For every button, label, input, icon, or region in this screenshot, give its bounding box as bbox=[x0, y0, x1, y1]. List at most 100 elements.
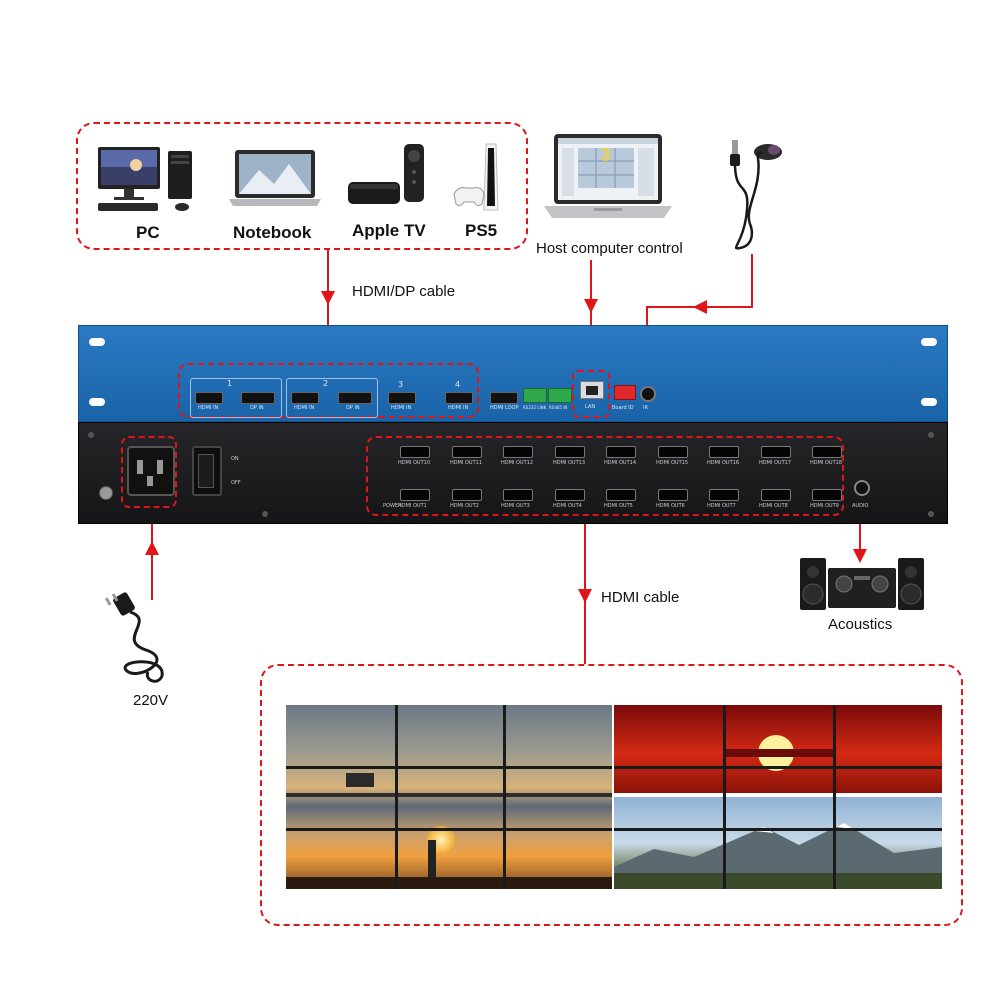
hdmi-output-port[interactable] bbox=[709, 489, 739, 501]
hdmi-output-port[interactable] bbox=[812, 446, 842, 458]
hdmi-in-port-2-label: HDMI IN bbox=[294, 405, 315, 411]
board-id-label: Board ID bbox=[612, 405, 634, 411]
hdmi-output-port[interactable] bbox=[658, 446, 688, 458]
wall-bezel-vertical bbox=[723, 705, 726, 889]
screw bbox=[88, 432, 94, 438]
wall-bezel-horizontal bbox=[286, 766, 612, 769]
ir-jack[interactable] bbox=[640, 386, 656, 402]
notebook-label: Notebook bbox=[233, 223, 312, 242]
dp-in-port-2[interactable] bbox=[338, 392, 372, 404]
hdmi-loop-port[interactable] bbox=[490, 392, 518, 404]
input-number-3: 3 bbox=[398, 380, 404, 389]
pc-icon bbox=[96, 145, 200, 215]
video-wall-right bbox=[614, 705, 942, 889]
hdmi-output-label: HDMI OUT13 bbox=[553, 460, 585, 466]
host-control-label: Host computer control bbox=[536, 240, 683, 257]
hdmi-dp-cable-label: HDMI/DP cable bbox=[352, 283, 456, 300]
hdmi-output-port[interactable] bbox=[658, 489, 688, 501]
power-led-label: POWER bbox=[383, 503, 402, 509]
wall-bezel-vertical bbox=[503, 705, 506, 889]
rack-hole bbox=[921, 398, 937, 406]
rs232-terminal[interactable] bbox=[523, 388, 547, 403]
power-switch[interactable] bbox=[192, 446, 222, 496]
power-voltage-label: 220V bbox=[133, 692, 169, 709]
hdmi-output-port[interactable] bbox=[761, 446, 791, 458]
power-inlet-box bbox=[121, 436, 177, 508]
rear-panel bbox=[78, 422, 948, 524]
lan-highlight-box bbox=[572, 370, 610, 418]
dp-in-port-1[interactable] bbox=[241, 392, 275, 404]
wall-bezel-vertical bbox=[833, 705, 836, 889]
hdmi-output-label: HDMI OUT11 bbox=[450, 460, 482, 466]
video-wall-box bbox=[260, 664, 963, 926]
apple-tv-label: Apple TV bbox=[352, 221, 426, 240]
dp-in-port-1-label: DP IN bbox=[250, 405, 264, 411]
rs485-terminal[interactable] bbox=[548, 388, 572, 403]
audio-label: AUDIO bbox=[852, 503, 869, 509]
input-number-4: 4 bbox=[455, 380, 461, 389]
wall-bezel-horizontal bbox=[614, 828, 942, 831]
rack-hole bbox=[89, 338, 105, 346]
hdmi-in-port-3[interactable] bbox=[388, 392, 416, 404]
input-group-divider bbox=[286, 378, 378, 418]
hdmi-output-label: HDMI OUT3 bbox=[501, 503, 530, 509]
hdmi-in-port-1[interactable] bbox=[195, 392, 223, 404]
hdmi-output-port[interactable] bbox=[400, 446, 430, 458]
acoustics-icon bbox=[800, 556, 924, 612]
hdmi-output-label: HDMI OUT4 bbox=[553, 503, 582, 509]
video-wall-left bbox=[286, 705, 612, 889]
dp-in-port-2-label: DP IN bbox=[346, 405, 360, 411]
power-inlet[interactable] bbox=[127, 446, 175, 496]
hdmi-output-port[interactable] bbox=[452, 489, 482, 501]
hdmi-in-port-2[interactable] bbox=[291, 392, 319, 404]
hdmi-output-label: HDMI OUT12 bbox=[501, 460, 533, 466]
hdmi-output-label: HDMI OUT7 bbox=[707, 503, 736, 509]
rack-hole bbox=[921, 338, 937, 346]
host-laptop-icon: 3 bbox=[544, 132, 672, 228]
hdmi-output-port[interactable] bbox=[452, 446, 482, 458]
hdmi-output-port[interactable] bbox=[503, 446, 533, 458]
hdmi-output-label: HDMI OUT1 bbox=[398, 503, 427, 509]
hdmi-output-label: HDMI OUT15 bbox=[656, 460, 688, 466]
ps5-icon bbox=[452, 142, 506, 216]
input-group-divider bbox=[190, 378, 282, 418]
hdmi-output-port[interactable] bbox=[812, 489, 842, 501]
hdmi-output-label: HDMI OUT2 bbox=[450, 503, 479, 509]
notebook-icon bbox=[229, 150, 321, 210]
board-id-switch[interactable] bbox=[614, 385, 636, 400]
lan-port[interactable] bbox=[580, 381, 604, 399]
power-cord-icon bbox=[96, 590, 176, 686]
acoustics-label: Acoustics bbox=[828, 616, 893, 633]
hdmi-output-port[interactable] bbox=[761, 489, 791, 501]
hdmi-in-port-4-label: HDMI IN bbox=[448, 405, 469, 411]
hdmi-output-label: HDMI OUT5 bbox=[604, 503, 633, 509]
hdmi-output-port[interactable] bbox=[606, 446, 636, 458]
switch-off-label: OFF bbox=[231, 480, 241, 486]
hdmi-output-label: HDMI OUT17 bbox=[759, 460, 791, 466]
hdmi-output-port[interactable] bbox=[400, 489, 430, 501]
input-number-2: 2 bbox=[323, 379, 329, 388]
input-number-1: 1 bbox=[227, 379, 233, 388]
ps5-label: PS5 bbox=[465, 221, 498, 240]
hdmi-output-label: HDMI OUT14 bbox=[604, 460, 636, 466]
hdmi-output-label: HDMI OUT9 bbox=[810, 503, 839, 509]
audio-jack[interactable] bbox=[854, 480, 870, 496]
output-ports-box bbox=[366, 436, 844, 516]
hdmi-output-port[interactable] bbox=[555, 446, 585, 458]
hdmi-output-port[interactable] bbox=[503, 489, 533, 501]
pc-label: PC bbox=[136, 223, 160, 242]
wall-bezel-horizontal bbox=[286, 828, 612, 831]
hdmi-output-port[interactable] bbox=[606, 489, 636, 501]
hdmi-in-port-1-label: HDMI IN bbox=[198, 405, 219, 411]
hdmi-output-port[interactable] bbox=[555, 489, 585, 501]
hdmi-output-label: HDMI OUT10 bbox=[398, 460, 430, 466]
rs485-label: RS485 IN bbox=[549, 405, 568, 410]
hdmi-in-port-4[interactable] bbox=[445, 392, 473, 404]
hdmi-output-port[interactable] bbox=[709, 446, 739, 458]
hdmi-cable-label: HDMI cable bbox=[601, 589, 680, 606]
ir-label: IR bbox=[643, 405, 648, 411]
host-screen-number: 3 bbox=[600, 145, 611, 165]
lan-label: LAN bbox=[585, 404, 596, 410]
wall-bezel-vertical bbox=[395, 705, 398, 889]
rack-hole bbox=[89, 398, 105, 406]
